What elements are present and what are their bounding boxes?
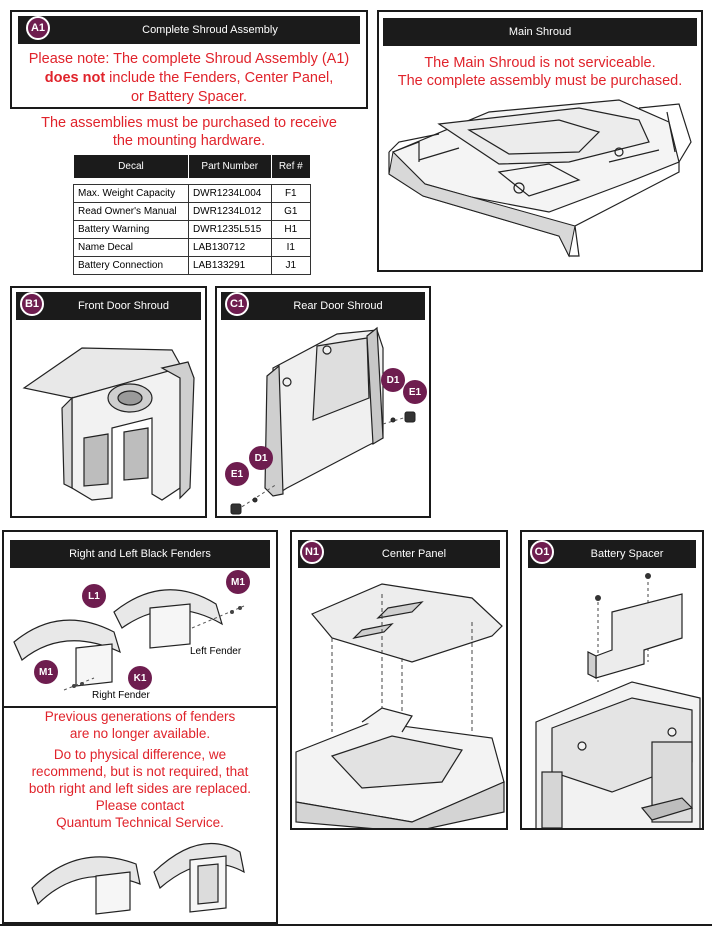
callout-l1: L1	[82, 584, 106, 608]
panel-title: Battery Spacer	[590, 548, 664, 560]
right-fender-label: Right Fender	[92, 690, 150, 701]
table-row: Max. Weight Capacity DWR1234L004 F1	[73, 184, 312, 203]
callout-k1: K1	[128, 666, 152, 690]
panel-main-shroud: Main Shroud The Main Shroud is not servi…	[377, 10, 703, 272]
panel-fenders: Right and Left Black Fenders L1 M1 M1 K1…	[2, 530, 278, 924]
page-bottom-rule	[0, 924, 712, 926]
panel-title: Rear Door Shroud	[293, 300, 383, 312]
panel-rear-door-shroud: C1 Rear Door Shroud D1 E1 E1 D1	[215, 286, 431, 518]
panel-header: Right and Left Black Fenders	[10, 540, 270, 568]
panel-header: Main Shroud	[383, 18, 697, 46]
panel-battery-spacer: O1 Battery Spacer	[520, 530, 704, 830]
callout-d1: D1	[249, 446, 273, 470]
panel-header: Front Door Shroud	[16, 292, 201, 320]
divider	[4, 706, 276, 708]
fenders-illustration	[13, 589, 245, 691]
panel-header: Battery Spacer	[528, 540, 696, 568]
callout-m1: M1	[34, 660, 58, 684]
callout-e1: E1	[225, 462, 249, 486]
callout-n1: N1	[300, 540, 324, 564]
decal-table-header: Decal Part Number Ref #	[73, 154, 312, 179]
panel-title: Complete Shroud Assembly	[142, 24, 278, 36]
panel-complete-shroud-assembly: A1 Complete Shroud Assembly Please note:…	[10, 10, 368, 109]
callout-d1: D1	[381, 368, 405, 392]
main-shroud-note: The Main Shroud is not serviceable. The …	[397, 55, 683, 89]
panel-title: Front Door Shroud	[77, 300, 170, 312]
panel-center-panel: N1 Center Panel	[290, 530, 508, 830]
panel-header: Center Panel	[298, 540, 500, 568]
callout-b1: B1	[20, 292, 44, 316]
front-door-shroud-illustration	[22, 347, 195, 501]
panel-header: Rear Door Shroud	[221, 292, 425, 320]
purchase-note: The assemblies must be purchased to rece…	[41, 115, 337, 149]
table-row: Battery Connection LAB133291 J1	[73, 256, 312, 275]
decal-table: Decal Part Number Ref # Max. Weight Capa…	[73, 154, 312, 275]
panel-header: Complete Shroud Assembly	[18, 16, 360, 44]
rear-door-shroud-illustration	[230, 326, 418, 515]
left-fender-label: Left Fender	[190, 646, 242, 657]
callout-e1: E1	[403, 380, 427, 404]
table-row: Read Owner's Manual DWR1234L012 G1	[73, 202, 312, 221]
panel-title: Right and Left Black Fenders	[69, 548, 211, 560]
table-row: Battery Warning DWR1235L515 H1	[73, 220, 312, 239]
callout-m1: M1	[226, 570, 250, 594]
callout-a1: A1	[26, 16, 50, 40]
panel-title: Main Shroud	[508, 26, 572, 38]
center-panel-illustration	[295, 583, 505, 828]
fenders-note: Previous generations of fenders are no l…	[28, 709, 252, 830]
legacy-fenders-illustration	[31, 842, 245, 915]
callout-o1: O1	[530, 540, 554, 564]
callout-c1: C1	[225, 292, 249, 316]
main-shroud-illustration	[388, 99, 692, 258]
panel-front-door-shroud: B1 Front Door Shroud	[10, 286, 207, 518]
shroud-note: Please note: The complete Shroud Assembl…	[28, 51, 350, 105]
panel-title: Center Panel	[381, 548, 447, 560]
table-row: Name Decal LAB130712 I1	[73, 238, 312, 257]
battery-spacer-illustration	[535, 573, 701, 828]
